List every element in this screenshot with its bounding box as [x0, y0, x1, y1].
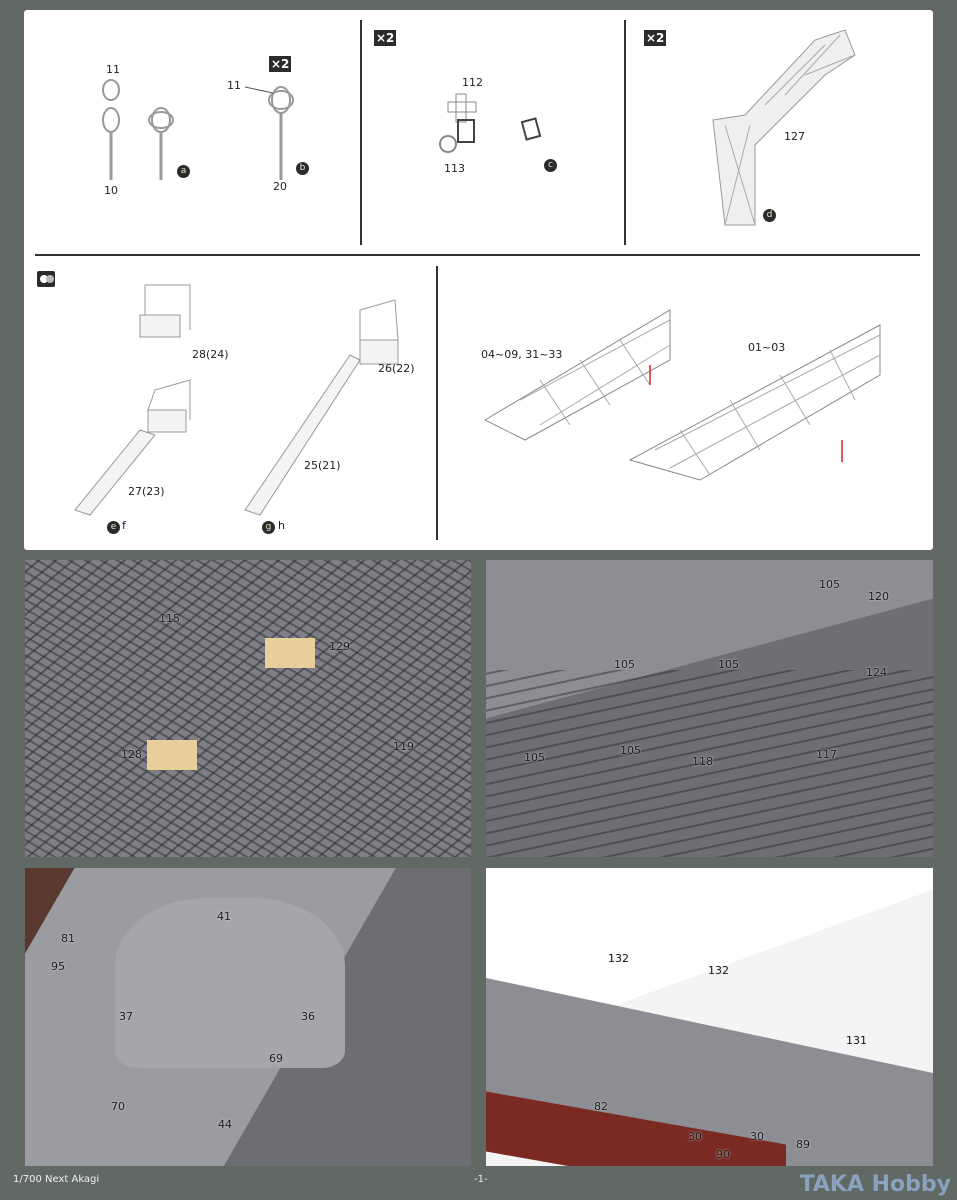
- part-drawing-10-11: [102, 79, 174, 180]
- two-tone-paint-icon: [37, 271, 55, 287]
- part-number: 131: [846, 1034, 867, 1047]
- part-number: 11: [106, 63, 120, 76]
- divider: [436, 266, 438, 540]
- photo-deck-grating-2: 105 120 105 105 124 105 105 118 117: [486, 560, 933, 857]
- part-drawing-ladders: [74, 284, 399, 516]
- divider: [360, 20, 362, 245]
- part-number: 105: [524, 751, 545, 764]
- step-badge-e: e: [107, 521, 120, 534]
- part-number: 11: [227, 79, 241, 92]
- part-number: 105: [718, 658, 739, 671]
- divider: [35, 254, 920, 256]
- part-number: 105: [620, 744, 641, 757]
- part-number: 89: [796, 1138, 810, 1151]
- part-number: 27(23): [128, 485, 165, 498]
- part-number: 105: [614, 658, 635, 671]
- part-number: 95: [51, 960, 65, 973]
- part-number: 115: [159, 612, 180, 625]
- part-number: 30: [688, 1130, 702, 1143]
- part-number: 70: [111, 1100, 125, 1113]
- part-number: 41: [217, 910, 231, 923]
- step-badge-a: a: [177, 165, 190, 178]
- part-number: 112: [462, 76, 483, 89]
- photo-deck-grating-1: 115 129 128 119: [25, 560, 471, 857]
- page-number: -1-: [474, 1174, 488, 1185]
- part-number: 10: [104, 184, 118, 197]
- part-number: 117: [816, 748, 837, 761]
- part-number: 90: [716, 1148, 730, 1161]
- photo-island-railings: 81 41 95 37 36 69 70 44: [25, 868, 471, 1166]
- part-number: 127: [784, 130, 805, 143]
- part-number: 25(21): [304, 459, 341, 472]
- part-number: 28(24): [192, 348, 229, 361]
- photo-bow-masts: 132 132 131 82 30 30 90 89: [486, 868, 933, 1166]
- part-drawing-112-113: [439, 93, 542, 153]
- step-badge-f: f: [122, 519, 126, 532]
- part-drawing-20: [244, 86, 294, 180]
- quantity-badge: ×2: [269, 56, 292, 72]
- part-number: 82: [594, 1100, 608, 1113]
- part-drawing-127-mast: [712, 29, 856, 226]
- step-badge-h: h: [278, 519, 285, 532]
- part-number: 30: [750, 1130, 764, 1143]
- quantity-badge: ×2: [644, 30, 667, 46]
- part-range-label: 04~09, 31~33: [481, 348, 563, 361]
- part-number: 129: [329, 640, 350, 653]
- quantity-badge: ×2: [374, 30, 397, 46]
- part-number: 105: [819, 578, 840, 591]
- part-number: 26(22): [378, 362, 415, 375]
- part-number: 20: [273, 180, 287, 193]
- part-number: 36: [301, 1010, 315, 1023]
- platform-129: [265, 638, 315, 668]
- divider: [624, 20, 626, 245]
- part-number: 128: [121, 748, 142, 761]
- footer-title: 1/700 Next Akagi: [13, 1174, 100, 1185]
- part-number: 132: [708, 964, 729, 977]
- part-drawing-grating: [483, 309, 881, 481]
- part-number: 69: [269, 1052, 283, 1065]
- platform-128: [147, 740, 197, 770]
- step-badge-b: b: [296, 162, 309, 175]
- part-number: 37: [119, 1010, 133, 1023]
- step-badge-d: d: [763, 209, 776, 222]
- part-number: 124: [866, 666, 887, 679]
- part-number: 132: [608, 952, 629, 965]
- step-badge-c: c: [544, 159, 557, 172]
- step-badge-g: g: [262, 521, 275, 534]
- part-number: 44: [218, 1118, 232, 1131]
- part-number: 118: [692, 755, 713, 768]
- part-range-label: 01~03: [748, 341, 786, 354]
- part-number: 119: [393, 740, 414, 753]
- brand-watermark: TAKA Hobby: [799, 1172, 951, 1197]
- part-number: 113: [444, 162, 465, 175]
- part-number: 81: [61, 932, 75, 945]
- part-number: 120: [868, 590, 889, 603]
